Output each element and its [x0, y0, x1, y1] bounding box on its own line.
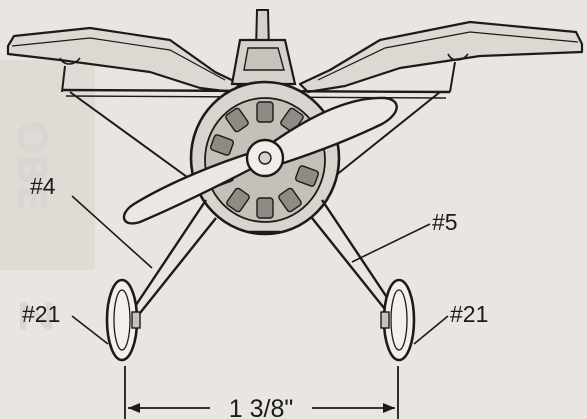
fuselage-cabin	[230, 38, 297, 86]
svg-text:OBE: OBE	[8, 120, 54, 212]
bleed-through-print: OBE Z	[0, 60, 95, 332]
callout-leaders	[71, 195, 449, 345]
right-wing	[298, 20, 584, 94]
landing-gear-legs	[129, 199, 399, 319]
right-wheel	[380, 278, 416, 362]
callout-right-wheel: #21	[450, 301, 488, 327]
callout-left-strut: #4	[30, 173, 56, 199]
svg-text:Z: Z	[9, 300, 60, 332]
callout-left-wheel: #21	[22, 301, 60, 327]
callout-right-strut: #5	[432, 209, 458, 235]
propeller	[122, 96, 398, 225]
propeller-spinner	[245, 138, 285, 178]
track-width-label: 1 3/8"	[229, 395, 293, 419]
wing-struts	[69, 91, 441, 191]
left-wheel	[105, 278, 141, 362]
track-width-dimension	[124, 366, 399, 419]
